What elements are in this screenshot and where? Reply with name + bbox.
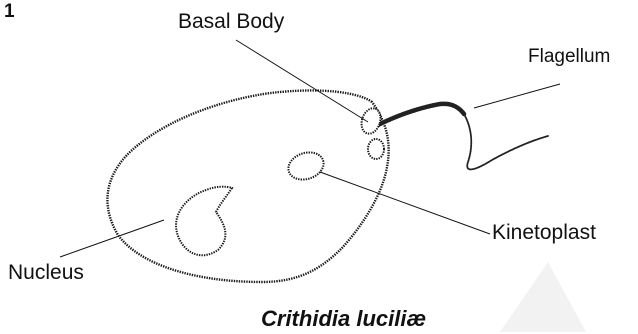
basal-body-label: Basal Body — [178, 11, 284, 32]
kinetoplast-outline — [285, 148, 327, 184]
kinetoplast-leader-line — [320, 172, 490, 234]
diagram-title: Crithidia luciliæ — [261, 308, 426, 330]
figure-number: 1 — [4, 2, 15, 21]
basal-body-leader-line — [236, 40, 368, 122]
basal-body-lower — [368, 139, 384, 159]
kinetoplast-label: Kinetoplast — [492, 222, 596, 243]
nucleus-outline — [176, 187, 232, 256]
flagellum-thick-segment — [372, 104, 464, 128]
flagellum-label: Flagellum — [528, 47, 610, 66]
nucleus-label: Nucleus — [8, 262, 84, 283]
basal-body-upper — [358, 106, 383, 136]
cell-body-outline — [107, 90, 388, 282]
watermark-wedge — [500, 262, 586, 332]
flagellum-leader-line — [474, 84, 560, 108]
flagellum-strand — [464, 114, 548, 169]
